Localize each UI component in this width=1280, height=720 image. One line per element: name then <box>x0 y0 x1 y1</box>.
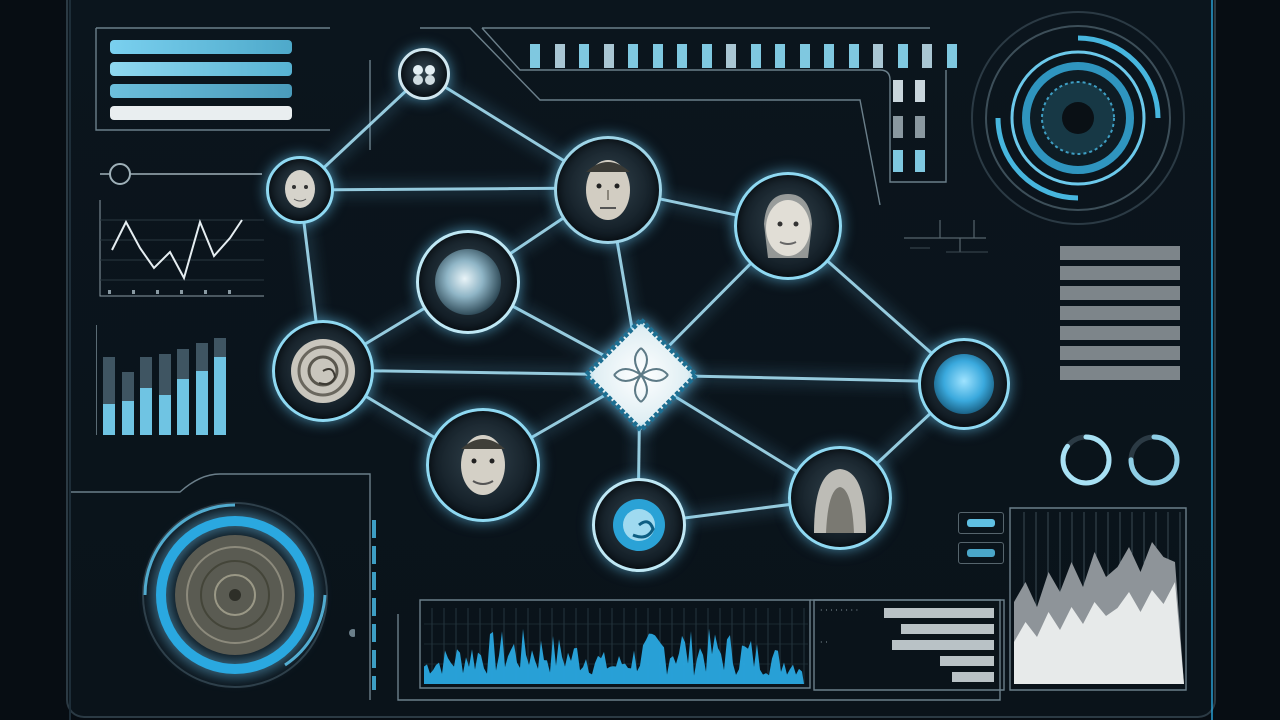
list-row-bar <box>892 640 994 650</box>
segment-indicator <box>628 44 638 68</box>
vertical-bar <box>214 337 226 435</box>
orb-icon <box>435 249 501 315</box>
face-icon <box>285 170 315 208</box>
list-row-bar <box>951 672 994 682</box>
vertical-bar-chart <box>96 325 237 435</box>
toggle-switch-1[interactable] <box>958 512 1004 534</box>
center-hub[interactable] <box>582 316 700 434</box>
orb-node-right[interactable] <box>918 338 1010 430</box>
face-node-top-center[interactable] <box>554 136 662 244</box>
stack-bar <box>1060 346 1180 360</box>
list-row-label: · · <box>820 638 828 647</box>
spiral-node-left[interactable] <box>272 320 374 422</box>
area-chart <box>1014 512 1184 684</box>
segment-indicator <box>824 44 834 68</box>
segment-indicator <box>922 44 932 68</box>
stack-bar <box>1060 246 1180 260</box>
vertical-bar <box>158 354 171 435</box>
stack-bar <box>1060 366 1180 380</box>
list-row <box>818 622 1000 634</box>
face-node-left[interactable] <box>266 156 334 224</box>
ring-gauge-right <box>1128 434 1180 486</box>
face-icon <box>764 194 812 258</box>
cluster-node-top[interactable] <box>398 48 450 100</box>
swirl-icon <box>613 499 665 551</box>
face-node-top-right[interactable] <box>734 172 842 280</box>
list-row-bar <box>883 608 994 618</box>
segment-indicator <box>579 44 589 68</box>
segment-indicator <box>677 44 687 68</box>
header-panel-outline <box>95 27 330 131</box>
segment-indicator <box>873 44 883 68</box>
cluster-icon <box>413 65 435 85</box>
list-row <box>818 670 1000 682</box>
area-chart-box <box>1009 507 1187 691</box>
vertical-bar <box>103 357 115 435</box>
face-icon <box>586 160 630 220</box>
spiral-icon <box>291 339 355 403</box>
segment-indicator <box>946 44 957 68</box>
segment-indicator <box>554 44 565 68</box>
stack-bar <box>1060 286 1180 300</box>
segment-indicator <box>652 44 663 68</box>
swirl-node-bottom[interactable] <box>592 478 686 572</box>
header-bar-1 <box>110 40 292 54</box>
segment-indicator <box>530 44 540 68</box>
list-row: · · <box>818 638 1000 650</box>
hooded-figure-icon <box>814 469 866 533</box>
segment-indicator <box>701 44 712 68</box>
hooded-node-bottom-right[interactable] <box>788 446 892 550</box>
horizontal-bar-stack <box>1060 246 1182 386</box>
segment-indicator <box>603 44 614 68</box>
segment-panel-outline <box>481 27 947 183</box>
list-box <box>813 599 1005 691</box>
face-node-bottom-center[interactable] <box>426 408 540 522</box>
dial-side-ticks <box>372 520 376 690</box>
list-row-label: · · · · · · · · <box>820 606 859 615</box>
ornament-diamond-icon <box>582 316 700 434</box>
bottom-left-dial <box>142 502 355 688</box>
vertical-bar <box>140 357 152 435</box>
segment-indicator <box>848 44 859 68</box>
vertical-bar <box>177 348 189 435</box>
toggle-switch-2[interactable] <box>958 542 1004 564</box>
waveform-box <box>419 599 811 689</box>
stack-bar <box>1060 306 1180 320</box>
top-trace <box>420 27 881 206</box>
segment-indicator <box>726 44 736 68</box>
bottom-bar-list: · · · · · · · · · · <box>818 606 1000 686</box>
list-row <box>818 654 1000 666</box>
orb-node-upper-left[interactable] <box>416 230 520 334</box>
vertical-bar <box>121 372 134 435</box>
list-row-bar <box>900 624 994 634</box>
waveform-chart <box>424 608 808 684</box>
header-bar-2 <box>110 62 292 76</box>
segment-indicator <box>775 44 785 68</box>
list-row: · · · · · · · · <box>818 606 1000 618</box>
mini-line-chart <box>99 163 264 297</box>
header-bar-3 <box>110 84 292 98</box>
ring-gauge-left <box>1060 434 1112 486</box>
orb-icon <box>934 354 994 414</box>
segment-indicator <box>897 44 908 68</box>
waveform-area <box>424 628 804 684</box>
vertical-bar <box>195 343 208 435</box>
ring-gauges <box>1060 434 1180 486</box>
header-bar-4 <box>110 106 292 120</box>
schematic-sketch <box>904 220 988 253</box>
stack-bar <box>1060 266 1180 280</box>
bottom-left-panel-outline <box>70 473 371 700</box>
list-row-bar <box>939 656 994 666</box>
segment-indicator <box>750 44 761 68</box>
stack-bar <box>1060 326 1180 340</box>
segment-indicator <box>799 44 810 68</box>
face-icon <box>461 435 505 495</box>
radar-dial <box>971 11 1185 225</box>
